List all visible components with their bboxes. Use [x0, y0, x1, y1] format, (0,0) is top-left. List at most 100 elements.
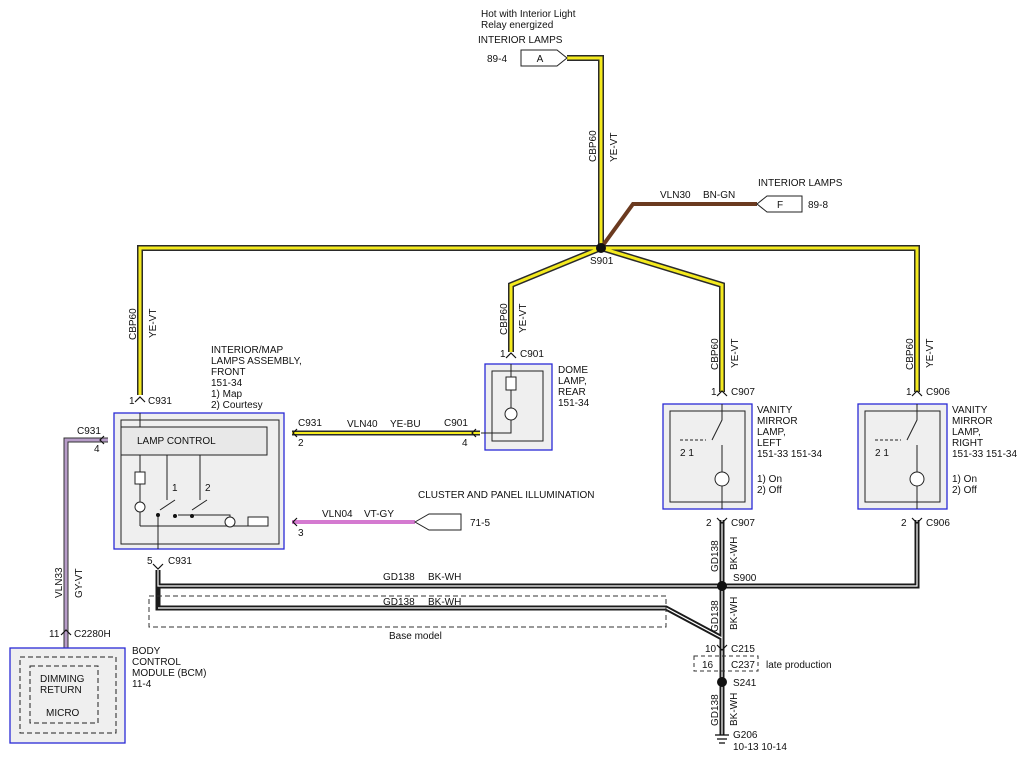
svg-text:71-5: 71-5 [470, 518, 490, 529]
svg-text:GD138: GD138 [383, 572, 415, 583]
connector-chevrons [60, 352, 923, 651]
svg-text:151-34: 151-34 [211, 378, 243, 389]
svg-text:C2280H: C2280H [74, 629, 111, 640]
svg-text:YE-BU: YE-BU [390, 419, 421, 430]
heater-resistor-icon [134, 471, 146, 485]
svg-text:GD138: GD138 [710, 600, 721, 632]
svg-text:C931: C931 [168, 556, 192, 567]
svg-text:C931: C931 [298, 418, 322, 429]
svg-text:MODULE (BCM): MODULE (BCM) [132, 668, 206, 679]
svg-text:DIMMING: DIMMING [40, 674, 85, 685]
ye-vt-wires [137, 55, 920, 395]
svg-text:2: 2 [901, 518, 907, 529]
svg-text:11: 11 [49, 629, 60, 640]
svg-text:LAMP,: LAMP, [952, 427, 981, 438]
svg-text:C906: C906 [926, 387, 950, 398]
vanity-left-bulb-icon [714, 471, 730, 487]
svg-text:2: 2 [205, 483, 211, 494]
svg-text:4: 4 [94, 444, 100, 455]
svg-text:LAMPS ASSEMBLY,: LAMPS ASSEMBLY, [211, 356, 302, 367]
svg-text:16: 16 [702, 660, 714, 671]
svg-text:C907: C907 [731, 518, 755, 529]
svg-text:REAR: REAR [558, 387, 586, 398]
svg-text:VLN30: VLN30 [660, 190, 691, 201]
svg-text:INTERIOR/MAP: INTERIOR/MAP [211, 345, 284, 356]
svg-text:1: 1 [711, 387, 717, 398]
top-page-ref: 89-4 [487, 54, 507, 65]
bn-gn-wire [599, 202, 757, 250]
svg-text:2) Off: 2) Off [757, 485, 782, 496]
cluster-tag [413, 513, 462, 531]
svg-text:VLN04: VLN04 [322, 509, 353, 520]
svg-text:151-33 151-34: 151-33 151-34 [952, 449, 1017, 460]
svg-text:CBP60: CBP60 [588, 130, 599, 162]
cluster-label: CLUSTER AND PANEL ILLUMINATION [418, 490, 595, 501]
svg-text:4: 4 [462, 438, 468, 449]
s901-label: S901 [590, 256, 614, 267]
svg-text:1: 1 [129, 396, 135, 407]
s241-label: S241 [733, 678, 757, 689]
svg-text:LEFT: LEFT [757, 438, 781, 449]
svg-text:1: 1 [906, 387, 912, 398]
svg-text:C907: C907 [731, 387, 755, 398]
vanity-right-bulb-icon [909, 471, 925, 487]
svg-text:VLN40: VLN40 [347, 419, 378, 430]
connector-tag-a: A [520, 49, 568, 67]
late-production-region [693, 655, 759, 672]
svg-text:5: 5 [147, 556, 153, 567]
svg-text:BK-WH: BK-WH [729, 597, 740, 630]
svg-text:CONTROL: CONTROL [132, 657, 181, 668]
svg-text:3: 3 [298, 528, 304, 539]
svg-text:2: 2 [298, 438, 304, 449]
base-model-region [148, 595, 667, 628]
svg-text:GD138: GD138 [383, 597, 415, 608]
svg-text:2 1: 2 1 [875, 448, 889, 459]
svg-text:151-34: 151-34 [558, 398, 590, 409]
svg-text:BODY: BODY [132, 646, 161, 657]
svg-text:CBP60: CBP60 [710, 338, 721, 370]
bcm-box [9, 647, 126, 744]
svg-text:RIGHT: RIGHT [952, 438, 983, 449]
svg-text:VLN33: VLN33 [54, 567, 65, 598]
svg-text:CBP60: CBP60 [499, 303, 510, 335]
svg-text:MIRROR: MIRROR [952, 416, 993, 427]
svg-text:10-13 10-14: 10-13 10-14 [733, 742, 787, 753]
svg-text:VANITY: VANITY [952, 405, 988, 416]
dome-resistor-icon [505, 376, 517, 391]
svg-text:C906: C906 [926, 518, 950, 529]
top-source-label: INTERIOR LAMPS [478, 35, 563, 46]
svg-text:CBP60: CBP60 [905, 338, 916, 370]
svg-text:MIRROR: MIRROR [757, 416, 798, 427]
svg-text:2 1: 2 1 [680, 448, 694, 459]
led-courtesy-icon [224, 516, 236, 528]
vln33-wire [63, 437, 108, 666]
svg-text:10: 10 [705, 644, 717, 655]
connector-tag-f: F [756, 195, 803, 213]
svg-text:11-4: 11-4 [132, 679, 152, 690]
svg-text:A: A [537, 54, 544, 65]
svg-text:2) Off: 2) Off [952, 485, 977, 496]
top-note-line2: Relay energized [481, 20, 553, 31]
svg-text:1) On: 1) On [952, 474, 977, 485]
svg-text:LAMP,: LAMP, [558, 376, 587, 387]
svg-text:YE-VT: YE-VT [148, 309, 159, 338]
dome-lamp-box [481, 363, 553, 451]
svg-text:1: 1 [500, 349, 506, 360]
svg-text:2) Courtesy: 2) Courtesy [211, 400, 263, 411]
vanity-mirror-left-box [662, 403, 753, 510]
svg-text:LAMP,: LAMP, [757, 427, 786, 438]
svg-text:2: 2 [706, 518, 712, 529]
svg-text:1) Map: 1) Map [211, 389, 243, 400]
svg-text:MICRO: MICRO [46, 708, 80, 719]
svg-text:C901: C901 [520, 349, 544, 360]
svg-text:BK-WH: BK-WH [428, 572, 461, 583]
svg-text:BN-GN: BN-GN [703, 190, 735, 201]
svg-text:YE-VT: YE-VT [609, 133, 620, 162]
svg-text:FRONT: FRONT [211, 367, 245, 378]
dome-led-icon [504, 407, 518, 421]
svg-text:C215: C215 [731, 644, 755, 655]
svg-text:late production: late production [766, 660, 832, 671]
svg-text:YE-VT: YE-VT [730, 339, 741, 368]
svg-text:C931: C931 [148, 396, 172, 407]
